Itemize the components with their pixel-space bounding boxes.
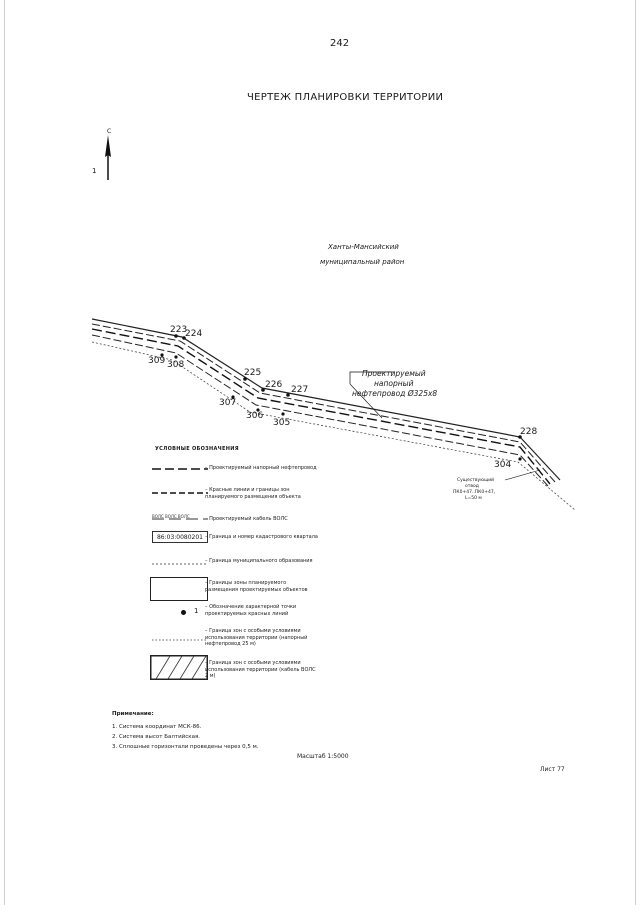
scan-edge-left [4, 0, 5, 905]
pipe-label-arrow [349, 383, 383, 419]
legend-title: УСЛОВНЫЕ ОБОЗНАЧЕНИЯ [155, 446, 239, 452]
protection-zone-line [91, 341, 576, 511]
legend-quarter-sample: 86:03:0080201 [152, 531, 208, 543]
north-letter: С [107, 128, 112, 135]
point-label-225: 225 [244, 368, 262, 378]
red-line-upper [91, 323, 556, 483]
legend-point-dot-icon [181, 610, 186, 615]
legend-item-8-text: – Граница зон с особыми условиями исполь… [205, 628, 308, 647]
region-label-line1: Ханты-Мансийский [328, 243, 399, 251]
point-label-226: 226 [265, 380, 283, 390]
note-3: 3. Сплошные горизонтали проведены через … [112, 744, 259, 750]
point-marker-227 [286, 393, 290, 397]
page-number: 242 [330, 38, 350, 49]
point-label-306: 306 [246, 411, 264, 421]
point-marker-309 [160, 353, 164, 357]
pipeline-label-line3: нефтепровод Ø325х8 [352, 389, 438, 398]
legend-item-9-text: – Граница зон с особыми условиями исполь… [205, 660, 316, 679]
point-label-224: 224 [185, 329, 203, 339]
point-label-307: 307 [219, 398, 237, 408]
legend-item-2-text: – Красные линии и границы зон планируемо… [205, 487, 301, 500]
point-marker-308 [174, 355, 178, 359]
legend-item-6-text: – Границы зоны планируемого размещения п… [205, 580, 308, 593]
red-line-lower [91, 334, 549, 487]
legend-hatch-rectangle [150, 655, 208, 680]
scale-label: Масштаб 1:5000 [297, 753, 349, 760]
upper-boundary-line [91, 318, 561, 481]
existing-label-line4: L=50 м [465, 496, 482, 501]
point-marker-305 [281, 412, 285, 416]
point-marker-224 [182, 336, 186, 340]
region-label-line2: муниципальный район [320, 258, 405, 266]
point-label-304: 304 [494, 460, 512, 470]
point-marker-228 [518, 435, 522, 439]
point-marker-306 [256, 408, 260, 412]
point-label-305: 305 [273, 418, 291, 428]
north-arrow-icon [105, 135, 111, 180]
legend-item-4-text: – Граница и номер кадастрового квартала [205, 534, 318, 540]
pipeline-axis [91, 328, 551, 485]
point-marker-307 [231, 395, 235, 399]
point-label-309: 309 [148, 356, 166, 366]
existing-label-line1: Существующий [457, 478, 495, 483]
legend-point-number: 1 [194, 607, 199, 615]
point-label-223: 223 [170, 325, 188, 335]
pipeline-label-line2: напорный [374, 379, 414, 388]
north-marker: 1 [92, 167, 97, 175]
existing-label-leader [504, 469, 541, 481]
existing-label-line3: ПК0+47..ПК0+47, [453, 490, 496, 495]
legend-zone-rectangle [150, 577, 208, 601]
sheet-number: Лист 77 [540, 766, 565, 773]
notes-title: Примечание: [112, 711, 154, 717]
pipe-label-leader [349, 371, 395, 384]
legend-symbol-cable-ticks: ВОЛС ВОЛС ВОЛС [152, 514, 190, 519]
scan-edge-right [635, 0, 636, 905]
legend-item-7-text: – Обозначение характерной точки проектир… [205, 604, 297, 617]
point-marker-304 [518, 457, 522, 461]
note-1: 1. Система координат МСК-86. [112, 724, 202, 730]
point-marker-226 [261, 388, 265, 392]
pipeline-label-line1: Проектируемый [362, 369, 426, 378]
legend-item-5-text: – Граница муниципального образования [205, 558, 313, 564]
legend-item-1-text: – Проектируемый напорный нефтепровод [205, 465, 317, 471]
point-label-227: 227 [291, 385, 309, 395]
note-2: 2. Система высот Балтийская. [112, 734, 200, 740]
point-label-228: 228 [520, 427, 538, 437]
existing-label-line2: отвод [465, 484, 479, 489]
point-marker-225 [243, 377, 247, 381]
point-label-308: 308 [167, 360, 185, 370]
point-marker-223 [174, 334, 178, 338]
legend-item-3-text: – Проектируемый кабель ВОЛС [205, 516, 288, 522]
drawing-title: ЧЕРТЕЖ ПЛАНИРОВКИ ТЕРРИТОРИИ [247, 92, 444, 103]
